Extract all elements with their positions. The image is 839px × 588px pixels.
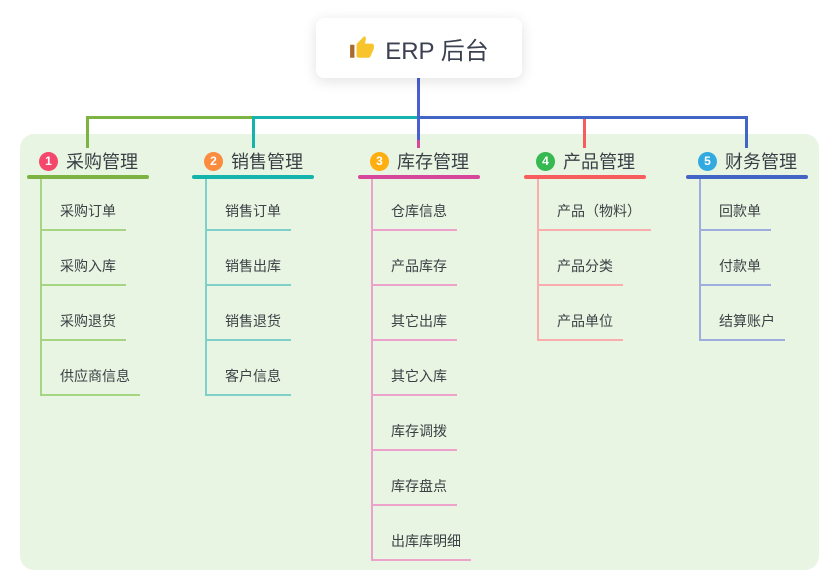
child-node[interactable]: 其它入库 [371,368,457,396]
connector-drop-finance [745,116,748,148]
branch-node-purchase[interactable]: 1 采购管理 [39,149,138,173]
child-node[interactable]: 其它出库 [371,313,457,341]
branch-label: 库存管理 [397,152,469,172]
branch-node-product[interactable]: 4 产品管理 [536,149,635,173]
branch-badge: 5 [698,151,717,171]
branch-spine [40,179,42,396]
branch-badge: 4 [536,151,555,171]
branch-label: 销售管理 [231,152,303,172]
branch-underline [358,175,480,179]
branch-underline [192,175,314,179]
child-node[interactable]: 库存调拨 [371,423,457,451]
child-node[interactable]: 付款单 [699,258,771,286]
child-node[interactable]: 销售订单 [205,203,291,231]
child-node[interactable]: 库存盘点 [371,478,457,506]
branch-node-inventory[interactable]: 3 库存管理 [370,149,469,173]
root-title: ERP 后台 [385,37,489,65]
connector-drop-product [583,119,586,148]
branch-badge: 3 [370,151,389,171]
child-node[interactable]: 供应商信息 [40,368,140,396]
child-node[interactable]: 客户信息 [205,368,291,396]
child-node[interactable]: 产品单位 [537,313,623,341]
child-node[interactable]: 产品分类 [537,258,623,286]
child-node[interactable]: 销售退货 [205,313,291,341]
branch-spine [205,179,207,396]
branch-node-finance[interactable]: 5 财务管理 [698,149,797,173]
connector-h-right [417,116,748,119]
connector-drop-sales [252,116,255,148]
branch-node-sales[interactable]: 2 销售管理 [204,149,303,173]
connector-drop-purchase [86,116,89,148]
child-node[interactable]: 回款单 [699,203,771,231]
child-node[interactable]: 产品（物料） [537,203,651,231]
branch-label: 产品管理 [563,152,635,172]
child-node[interactable]: 采购入库 [40,258,126,286]
branch-underline [524,175,646,179]
child-node[interactable]: 出库库明细 [371,533,471,561]
branch-label: 采购管理 [66,152,138,172]
branch-underline [27,175,149,179]
branch-label: 财务管理 [725,152,797,172]
child-node[interactable]: 采购退货 [40,313,126,341]
branch-spine [699,179,701,341]
branch-badge: 2 [204,151,223,171]
connector-h-sales [252,116,418,119]
child-node[interactable]: 采购订单 [40,203,126,231]
branches-panel [20,134,819,570]
connector-h-purchase [86,116,255,119]
child-node[interactable]: 销售出库 [205,258,291,286]
thumbs-up-icon [349,35,375,61]
branch-underline [686,175,808,179]
root-node[interactable]: ERP 后台 [316,18,522,78]
child-node[interactable]: 产品库存 [371,258,457,286]
child-node[interactable]: 仓库信息 [371,203,457,231]
branch-badge: 1 [39,151,58,171]
connector-root-link [417,78,420,140]
branch-spine [537,179,539,341]
branch-spine [371,179,373,561]
child-node[interactable]: 结算账户 [699,313,785,341]
